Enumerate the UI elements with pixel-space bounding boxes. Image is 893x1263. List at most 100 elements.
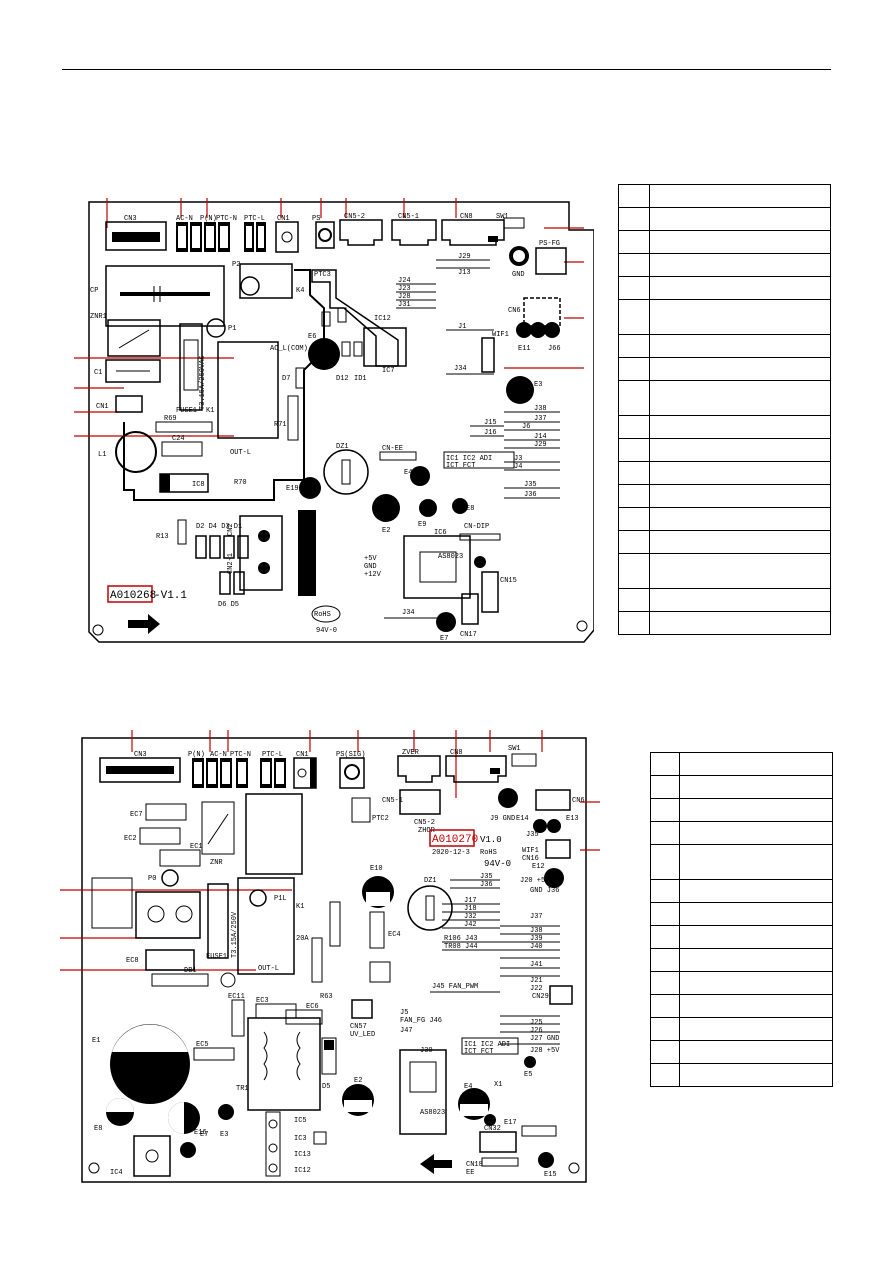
legend-desc-cell [679,1017,833,1041]
svg-text:J37: J37 [534,415,547,423]
svg-text:J13: J13 [458,269,471,277]
legend-desc-cell [649,530,831,554]
svg-text:ICT FCT: ICT FCT [446,462,475,470]
svg-text:E2: E2 [382,527,390,535]
legend-index-cell [650,821,680,845]
svg-text:E4: E4 [404,469,412,477]
legend-row [618,530,831,554]
svg-text:J3: J3 [514,455,522,463]
legend-index-cell [618,299,650,335]
svg-text:AS8023: AS8023 [438,553,463,561]
legend-desc-cell [649,415,831,439]
svg-text:E10: E10 [370,865,383,873]
svg-text:PS(SIG): PS(SIG) [336,751,365,759]
svg-text:T3.15A/250V: T3.15A/250V [231,911,239,958]
legend-desc-cell [679,902,833,926]
svg-text:FUSE1: FUSE1 [176,407,197,415]
legend-row [650,925,833,949]
legend-row [650,798,833,822]
svg-text:IC8: IC8 [192,481,205,489]
svg-text:-V1.1: -V1.1 [154,590,187,602]
svg-text:T3.15A/250VAC: T3.15A/250VAC [199,355,207,410]
svg-text:J29: J29 [534,441,547,449]
legend-row [618,207,831,231]
svg-text:GND: GND [364,563,377,571]
svg-text:E7: E7 [200,1131,208,1139]
legend-desc-cell [649,184,831,208]
svg-text:E8: E8 [466,505,474,513]
svg-text:WIF1: WIF1 [492,331,509,339]
svg-text:+5V: +5V [364,555,377,563]
legend-desc-cell [649,438,831,462]
svg-text:J21: J21 [530,977,543,985]
svg-text:OUT-L: OUT-L [230,449,251,457]
legend-desc-cell [649,553,831,589]
svg-text:PS: PS [312,215,320,223]
svg-text:EC2: EC2 [124,835,137,843]
svg-text:J25: J25 [530,1019,543,1027]
svg-text:J20 +5V: J20 +5V [520,877,550,885]
top-rule [62,69,831,70]
svg-text:EE: EE [466,1169,474,1177]
legend-desc-cell [679,948,833,972]
svg-text:E6: E6 [308,333,316,341]
pcb-1-svg: CN3 AC-N P(N) PTC-N PTC-L CN1 PS CN5-2 C… [74,198,594,643]
svg-text:EC5: EC5 [196,1041,209,1049]
svg-text:CN5-2: CN5-2 [344,213,365,221]
svg-text:J26: J26 [530,1027,543,1035]
legend-index-cell [650,948,680,972]
legend-index-cell [618,588,650,612]
svg-text:EC1: EC1 [190,843,203,851]
legend-row [618,380,831,416]
legend-desc-cell [679,994,833,1018]
legend-row [618,588,831,612]
svg-text:P1L: P1L [274,895,287,903]
lbl-cn3: CN3 [124,215,137,223]
legend-desc-cell [649,334,831,358]
svg-text:K1: K1 [206,407,214,415]
svg-text:X1: X1 [494,1081,502,1089]
svg-text:CN1: CN1 [277,215,290,223]
svg-text:CN6: CN6 [508,307,521,315]
svg-text:GND: GND [512,271,525,279]
svg-text:E19: E19 [286,485,299,493]
legend-index-cell [618,415,650,439]
legend-row [618,507,831,531]
legend-row [650,844,833,880]
svg-text:CN2: CN2 [227,523,235,536]
svg-text:R63: R63 [320,993,333,1001]
svg-text:J35: J35 [524,481,537,489]
legend-index-cell [618,276,650,300]
svg-text:WIF1: WIF1 [522,847,539,855]
legend-row [618,611,831,635]
svg-text:E1: E1 [92,1037,100,1045]
svg-text:IC1 IC2 ADI: IC1 IC2 ADI [446,455,492,463]
legend-row [618,415,831,439]
svg-text:EC6: EC6 [306,1003,319,1011]
svg-text:20A: 20A [296,935,309,943]
legend-row [650,971,833,995]
svg-text:ZHOR: ZHOR [418,827,436,835]
svg-text:IC1 IC2 ADI: IC1 IC2 ADI [464,1041,510,1049]
legend-table-1 [618,184,831,635]
legend-desc-cell [649,357,831,381]
svg-text:E5: E5 [524,1071,532,1079]
pcb-diagram-1: CN3 AC-N P(N) PTC-N PTC-L CN1 PS CN5-2 C… [64,190,594,650]
svg-text:IC6: IC6 [434,529,447,537]
svg-text:J36: J36 [524,491,537,499]
svg-text:E8: E8 [94,1125,102,1133]
legend-desc-cell [679,821,833,845]
legend-index-cell [618,484,650,508]
svg-text:J22: J22 [530,985,543,993]
svg-text:E17: E17 [504,1119,517,1127]
legend-desc-cell [679,844,833,880]
svg-text:ICT FCT: ICT FCT [464,1048,493,1056]
legend-index-cell [650,1017,680,1041]
legend-row [650,1063,833,1087]
svg-text:AC-N: AC-N [176,215,193,223]
svg-text:E7: E7 [440,635,448,643]
svg-text:CN6: CN6 [572,797,585,805]
svg-text:CN1: CN1 [96,403,109,411]
legend-desc-cell [679,1040,833,1064]
svg-text:J36: J36 [480,881,493,889]
